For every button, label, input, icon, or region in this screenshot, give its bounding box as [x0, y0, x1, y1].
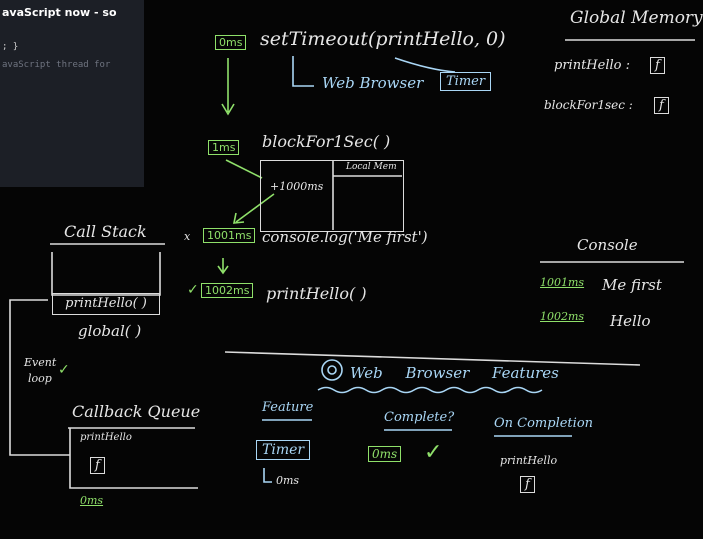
function-icon: f	[90, 457, 105, 474]
code-editor-panel: avaScript now - so ; } avaScript thread …	[0, 0, 144, 187]
global-memory-item-label: printHello :	[554, 58, 630, 73]
timer-feature-connector	[263, 468, 272, 483]
console-log-call: console.log('Me first')	[262, 228, 428, 246]
code-line: avaScript thread for	[2, 60, 111, 70]
time-1001ms: 1001ms	[203, 228, 256, 243]
complete-header: Complete?	[384, 410, 455, 425]
time-1ms: 1ms	[208, 140, 240, 155]
function-icon: f	[520, 476, 535, 493]
on-completion-value: f	[520, 473, 535, 493]
callback-queue-title: Callback Queue	[72, 402, 201, 421]
timeline-arrow-1	[221, 58, 235, 116]
complete-check-icon: ✓	[424, 440, 443, 465]
console-row-text: Me first	[602, 276, 662, 294]
function-icon: f	[654, 97, 669, 114]
callback-queue-box	[69, 428, 198, 489]
on-completion-label: printHello	[500, 454, 558, 467]
event-loop-label: loop	[28, 372, 52, 385]
call-stack-title: Call Stack	[64, 222, 147, 241]
callback-queue-item-label: printHello	[80, 432, 132, 443]
settimeout-call: setTimeout(printHello, 0)	[260, 28, 506, 50]
console-row-time: 1001ms	[540, 276, 585, 289]
feature-header: Feature	[262, 400, 314, 415]
timeline-arrow-3	[233, 193, 275, 224]
time-1002ms: 1002ms	[201, 283, 254, 298]
callback-queue-time: 0ms	[80, 494, 104, 507]
local-mem-label: Local Mem	[346, 162, 397, 172]
feature-timer-box: Timer	[256, 440, 311, 460]
web-browser-connector	[292, 56, 314, 87]
blockfor-call: blockFor1Sec( )	[262, 132, 391, 151]
call-stack-global: global( )	[78, 322, 142, 340]
code-line: avaScript now - so	[2, 6, 117, 19]
code-line: ; }	[2, 42, 19, 52]
features-title-underline	[317, 386, 543, 394]
cross-mark: x	[184, 230, 191, 243]
oncompletion-header: On Completion	[494, 416, 594, 431]
web-browser-circle-icon	[321, 359, 343, 381]
global-memory-item-value: f	[654, 94, 669, 114]
web-features-title: Web Browser Features	[350, 364, 559, 382]
global-memory-item-value: f	[650, 54, 665, 74]
call-stack-box	[51, 252, 161, 296]
check-mark: ✓	[187, 282, 199, 298]
event-loop-bracket	[9, 299, 70, 456]
local-memory-box	[260, 160, 404, 232]
global-memory-item-label: blockFor1sec :	[544, 98, 633, 112]
plus-1000ms: +1000ms	[270, 180, 324, 193]
event-loop-check-icon: ✓	[58, 362, 70, 378]
timer-arrow	[394, 57, 456, 73]
function-icon: f	[650, 57, 665, 74]
printhello-call: printHello( )	[266, 284, 367, 303]
time-0ms: 0ms	[215, 35, 247, 50]
feature-timer-time: 0ms	[276, 474, 300, 487]
timer-box: Timer	[440, 72, 492, 91]
callback-queue-item-value: f	[90, 454, 105, 474]
web-browser-label: Web Browser	[322, 74, 424, 92]
call-stack-frame: printHello( )	[52, 293, 160, 315]
timeline-arrow-2	[225, 159, 263, 179]
console-title: Console	[577, 236, 638, 254]
section-divider	[224, 351, 641, 366]
complete-time: 0ms	[368, 446, 402, 462]
console-row-time: 1002ms	[540, 310, 585, 323]
event-loop-label: Event	[24, 356, 57, 369]
global-memory-title: Global Memory	[570, 8, 703, 28]
timeline-arrow-4	[217, 258, 229, 275]
console-row-text: Hello	[610, 312, 651, 330]
